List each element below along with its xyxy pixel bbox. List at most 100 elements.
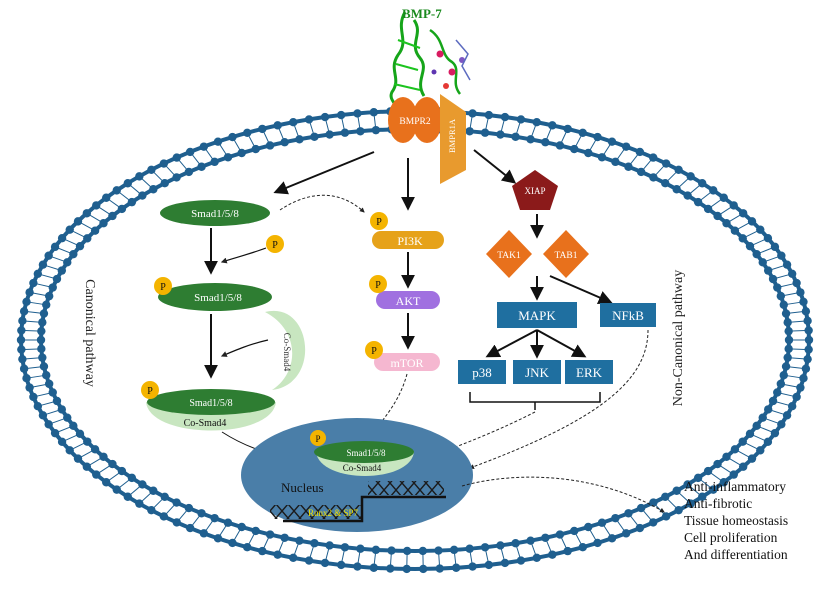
lipid-head	[799, 373, 808, 383]
lipid-head	[480, 128, 490, 137]
lipid-head	[468, 109, 477, 118]
lipid-head	[265, 141, 275, 150]
lipid-head	[541, 533, 550, 542]
lipid-head	[369, 563, 379, 572]
lipid-head	[465, 544, 474, 553]
lipid-head	[251, 526, 260, 536]
lipid-head	[787, 269, 797, 279]
lipid-head	[83, 234, 92, 243]
lipid-head	[763, 233, 773, 243]
cosmad4-crescent	[265, 310, 306, 390]
lipid-head	[273, 121, 282, 130]
lipid-head	[511, 132, 520, 141]
lipid-head	[792, 278, 801, 288]
lipid-head	[804, 345, 813, 354]
phospho-free: P	[266, 235, 284, 253]
lipid-head	[371, 125, 381, 135]
lipid-head	[25, 383, 34, 392]
lipid-head	[48, 283, 57, 292]
lipid-head	[210, 513, 219, 523]
lipid-head	[516, 556, 526, 565]
phospho-label: P	[315, 434, 320, 444]
lipid-head	[29, 278, 38, 288]
lipid-head	[703, 466, 713, 476]
lipid-head	[484, 560, 494, 570]
lipid-head	[801, 307, 811, 316]
lipid-head	[112, 485, 121, 494]
lipid-head	[82, 209, 92, 218]
lipid-head	[782, 411, 792, 420]
lipid-head	[621, 529, 631, 538]
outcome-item: And differentiation	[684, 547, 788, 562]
lipid-head	[672, 486, 681, 495]
lipid-head	[57, 233, 67, 243]
phospho-smad158-node	[158, 283, 272, 311]
lipid-head	[82, 462, 92, 471]
lipid-head	[563, 124, 572, 134]
canonical-pathway: Smad1/5/8 P Smad1/5/8 P Co-Smad4 Smad1/5…	[141, 200, 306, 462]
lipid-head	[147, 505, 156, 515]
smad158-label: Smad1/5/8	[191, 208, 239, 220]
nucleus: Smad1/5/8 Co-Smad4 P Nucleus Runx2 & SP7	[241, 418, 473, 532]
lipid-head	[803, 316, 812, 326]
lipid-head	[38, 411, 48, 420]
noncanonical-pathway-label: Non-Canonical pathway	[671, 270, 686, 406]
lipid-head	[709, 186, 718, 195]
lipid-head	[172, 153, 181, 162]
lipid-head	[138, 480, 147, 489]
lipid-head	[435, 564, 444, 573]
lipid-head	[243, 543, 252, 552]
lipid-head	[784, 335, 794, 345]
lipid-head	[770, 242, 780, 252]
lipid-head	[99, 452, 108, 461]
dna-helix-upper	[368, 481, 444, 495]
lipid-head	[548, 550, 557, 559]
lipid-head	[304, 556, 314, 565]
lipid-head	[776, 379, 786, 389]
lipid-head	[371, 545, 381, 555]
lipid-head	[781, 362, 791, 371]
lipid-head	[340, 543, 350, 552]
lipid-head	[213, 137, 223, 146]
lipid-head	[777, 251, 786, 260]
lipid-head	[57, 437, 67, 447]
lipid-head	[779, 300, 788, 310]
lipid-head	[304, 115, 314, 124]
lipid-head	[17, 345, 26, 354]
lipid-head	[418, 546, 428, 556]
phospho-label: P	[147, 386, 153, 397]
lipid-head	[353, 109, 362, 118]
lipid-head	[752, 421, 761, 431]
lipid-head	[92, 201, 101, 210]
smad158-node	[160, 200, 270, 226]
lipid-head	[197, 162, 206, 171]
bmpr2-label: BMPR2	[399, 117, 430, 127]
lipid-head	[48, 388, 57, 397]
lipid-head	[607, 137, 617, 146]
lipid-head	[649, 518, 658, 527]
lipid-head	[117, 204, 127, 214]
mapk-node	[497, 302, 577, 328]
pi3k-node	[372, 231, 444, 249]
tab1-label: TAB1	[555, 251, 578, 261]
lipid-head	[703, 204, 713, 214]
lipid-head	[698, 179, 707, 188]
lipid-head	[649, 173, 658, 182]
lipid-head	[108, 211, 117, 221]
lipid-head	[223, 153, 233, 162]
lipid-head	[730, 445, 740, 454]
jnk-node	[513, 360, 561, 384]
lipid-head	[18, 354, 27, 364]
lipid-head	[661, 159, 671, 168]
lipid-head	[310, 539, 319, 548]
lipid-head	[578, 543, 587, 552]
p38-node	[458, 360, 506, 384]
lipid-head	[584, 522, 593, 532]
lipid-head	[295, 536, 304, 545]
lipid-head	[123, 179, 132, 188]
outcome-item: Anti-fibrotic	[684, 496, 753, 511]
lipid-head	[18, 316, 27, 326]
lipid-head	[336, 110, 346, 120]
lipid-head	[801, 364, 811, 373]
lipid-head	[758, 413, 767, 422]
